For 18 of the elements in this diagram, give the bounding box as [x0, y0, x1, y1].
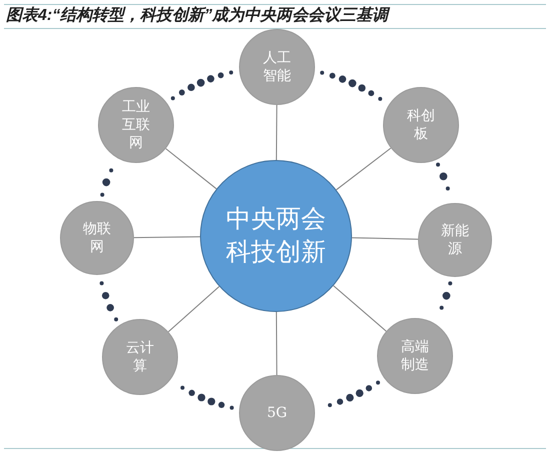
connector-line — [168, 286, 220, 332]
connector-line — [165, 148, 217, 190]
connector-line — [134, 236, 200, 238]
topic-circle: 物联网 — [60, 201, 134, 275]
topic-circle: 工业互联网 — [98, 87, 174, 163]
connector-line — [336, 148, 392, 190]
topic-circle: 云计算 — [102, 319, 178, 395]
topic-circle: 科创板 — [383, 87, 459, 163]
hub-circle: 中央两会科技创新 — [200, 160, 352, 312]
topic-circle: 5G — [239, 375, 315, 451]
connector-line — [276, 312, 278, 376]
connector-line — [276, 104, 278, 160]
topic-circle: 人工智能 — [239, 29, 315, 105]
connector-line — [333, 285, 387, 332]
title: 图表4:“结构转型，科技创新”成为中央两会会议三基调 — [6, 6, 388, 26]
topic-circle: 新能源 — [418, 203, 492, 277]
topic-circle: 高端制造 — [377, 318, 453, 394]
connector-line — [352, 237, 418, 240]
